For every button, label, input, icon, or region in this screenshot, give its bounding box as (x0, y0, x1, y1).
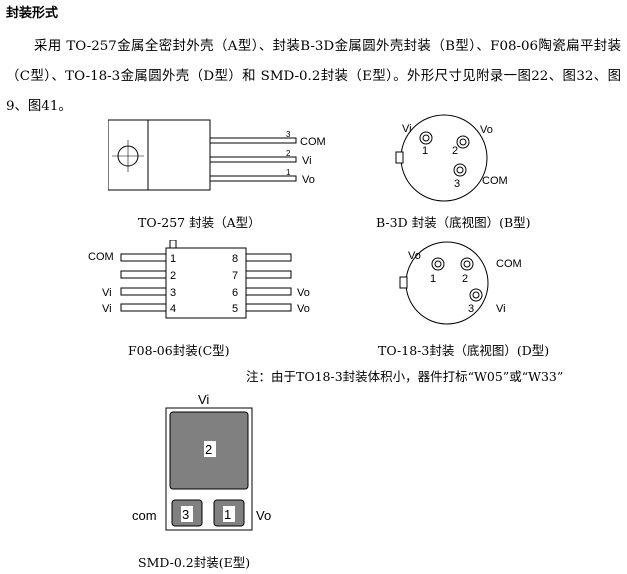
svg-text:2: 2 (462, 273, 468, 285)
pin-number: 1 (286, 168, 291, 177)
pin-label: COM (300, 136, 326, 148)
svg-text:6: 6 (232, 287, 238, 299)
section-heading: 封装形式 (6, 6, 59, 21)
to183-diagram: Vo COM 1 2 3 Vi (399, 241, 522, 325)
pin-number: 2 (286, 149, 291, 158)
svg-text:Vi: Vi (198, 392, 209, 407)
svg-text:5: 5 (232, 303, 238, 315)
caption-e: SMD-0.2封装(E型) (138, 555, 251, 570)
caption-d: TO-18-3封装（底视图）(D型) (378, 343, 550, 358)
svg-text:COM: COM (88, 251, 114, 263)
caption-a: TO-257 封装（A型） (138, 215, 261, 230)
svg-text:Vo: Vo (297, 303, 310, 315)
svg-text:1: 1 (224, 507, 231, 522)
pin-number: 3 (286, 130, 291, 139)
svg-text:COM: COM (496, 258, 522, 270)
smd02-diagram: Vi 2 3 1 com Vo (132, 392, 271, 531)
svg-text:4: 4 (170, 303, 176, 315)
svg-text:2: 2 (170, 270, 176, 282)
pin-label: Vi (302, 155, 312, 167)
svg-text:Vo: Vo (408, 250, 421, 262)
svg-text:COM: COM (482, 175, 508, 187)
caption-c: F08-06封装(C型) (128, 343, 230, 358)
svg-text:Vi: Vi (102, 303, 112, 315)
description-paragraph: 采用 TO-257金属全密封外壳（A型）、封装B-3D金属圆外壳封装（B型）、F… (6, 39, 621, 114)
svg-text:3: 3 (182, 507, 189, 522)
svg-text:2: 2 (205, 442, 212, 457)
pin-label: Vo (302, 174, 315, 186)
svg-text:Vi: Vi (102, 287, 112, 299)
svg-text:3: 3 (170, 287, 176, 299)
svg-text:Vi: Vi (402, 123, 412, 135)
svg-text:Vo: Vo (297, 287, 310, 299)
svg-text:3: 3 (454, 178, 460, 190)
svg-text:com: com (132, 508, 157, 523)
to257-diagram: 3 2 1 COM Vi Vo (108, 119, 326, 191)
svg-text:1: 1 (170, 253, 176, 265)
svg-text:8: 8 (232, 253, 238, 265)
caption-b: B-3D 封装（底视图）(B型) (376, 215, 531, 230)
svg-text:Vi: Vi (496, 303, 506, 315)
svg-text:1: 1 (422, 145, 428, 157)
note-text: 注：由于TO18-3封装体积小，器件打标“W05”或“W33” (246, 369, 564, 384)
svg-text:3: 3 (468, 303, 474, 315)
svg-text:1: 1 (430, 273, 436, 285)
svg-text:Vo: Vo (256, 508, 271, 523)
svg-text:7: 7 (232, 270, 238, 282)
f0806-diagram: 1 2 3 4 8 7 6 5 COM Vi Vi Vo Vo (88, 240, 310, 319)
svg-text:Vo: Vo (480, 124, 493, 136)
svg-text:2: 2 (452, 145, 458, 157)
b3d-diagram: Vi Vo 1 2 3 COM (395, 114, 508, 202)
